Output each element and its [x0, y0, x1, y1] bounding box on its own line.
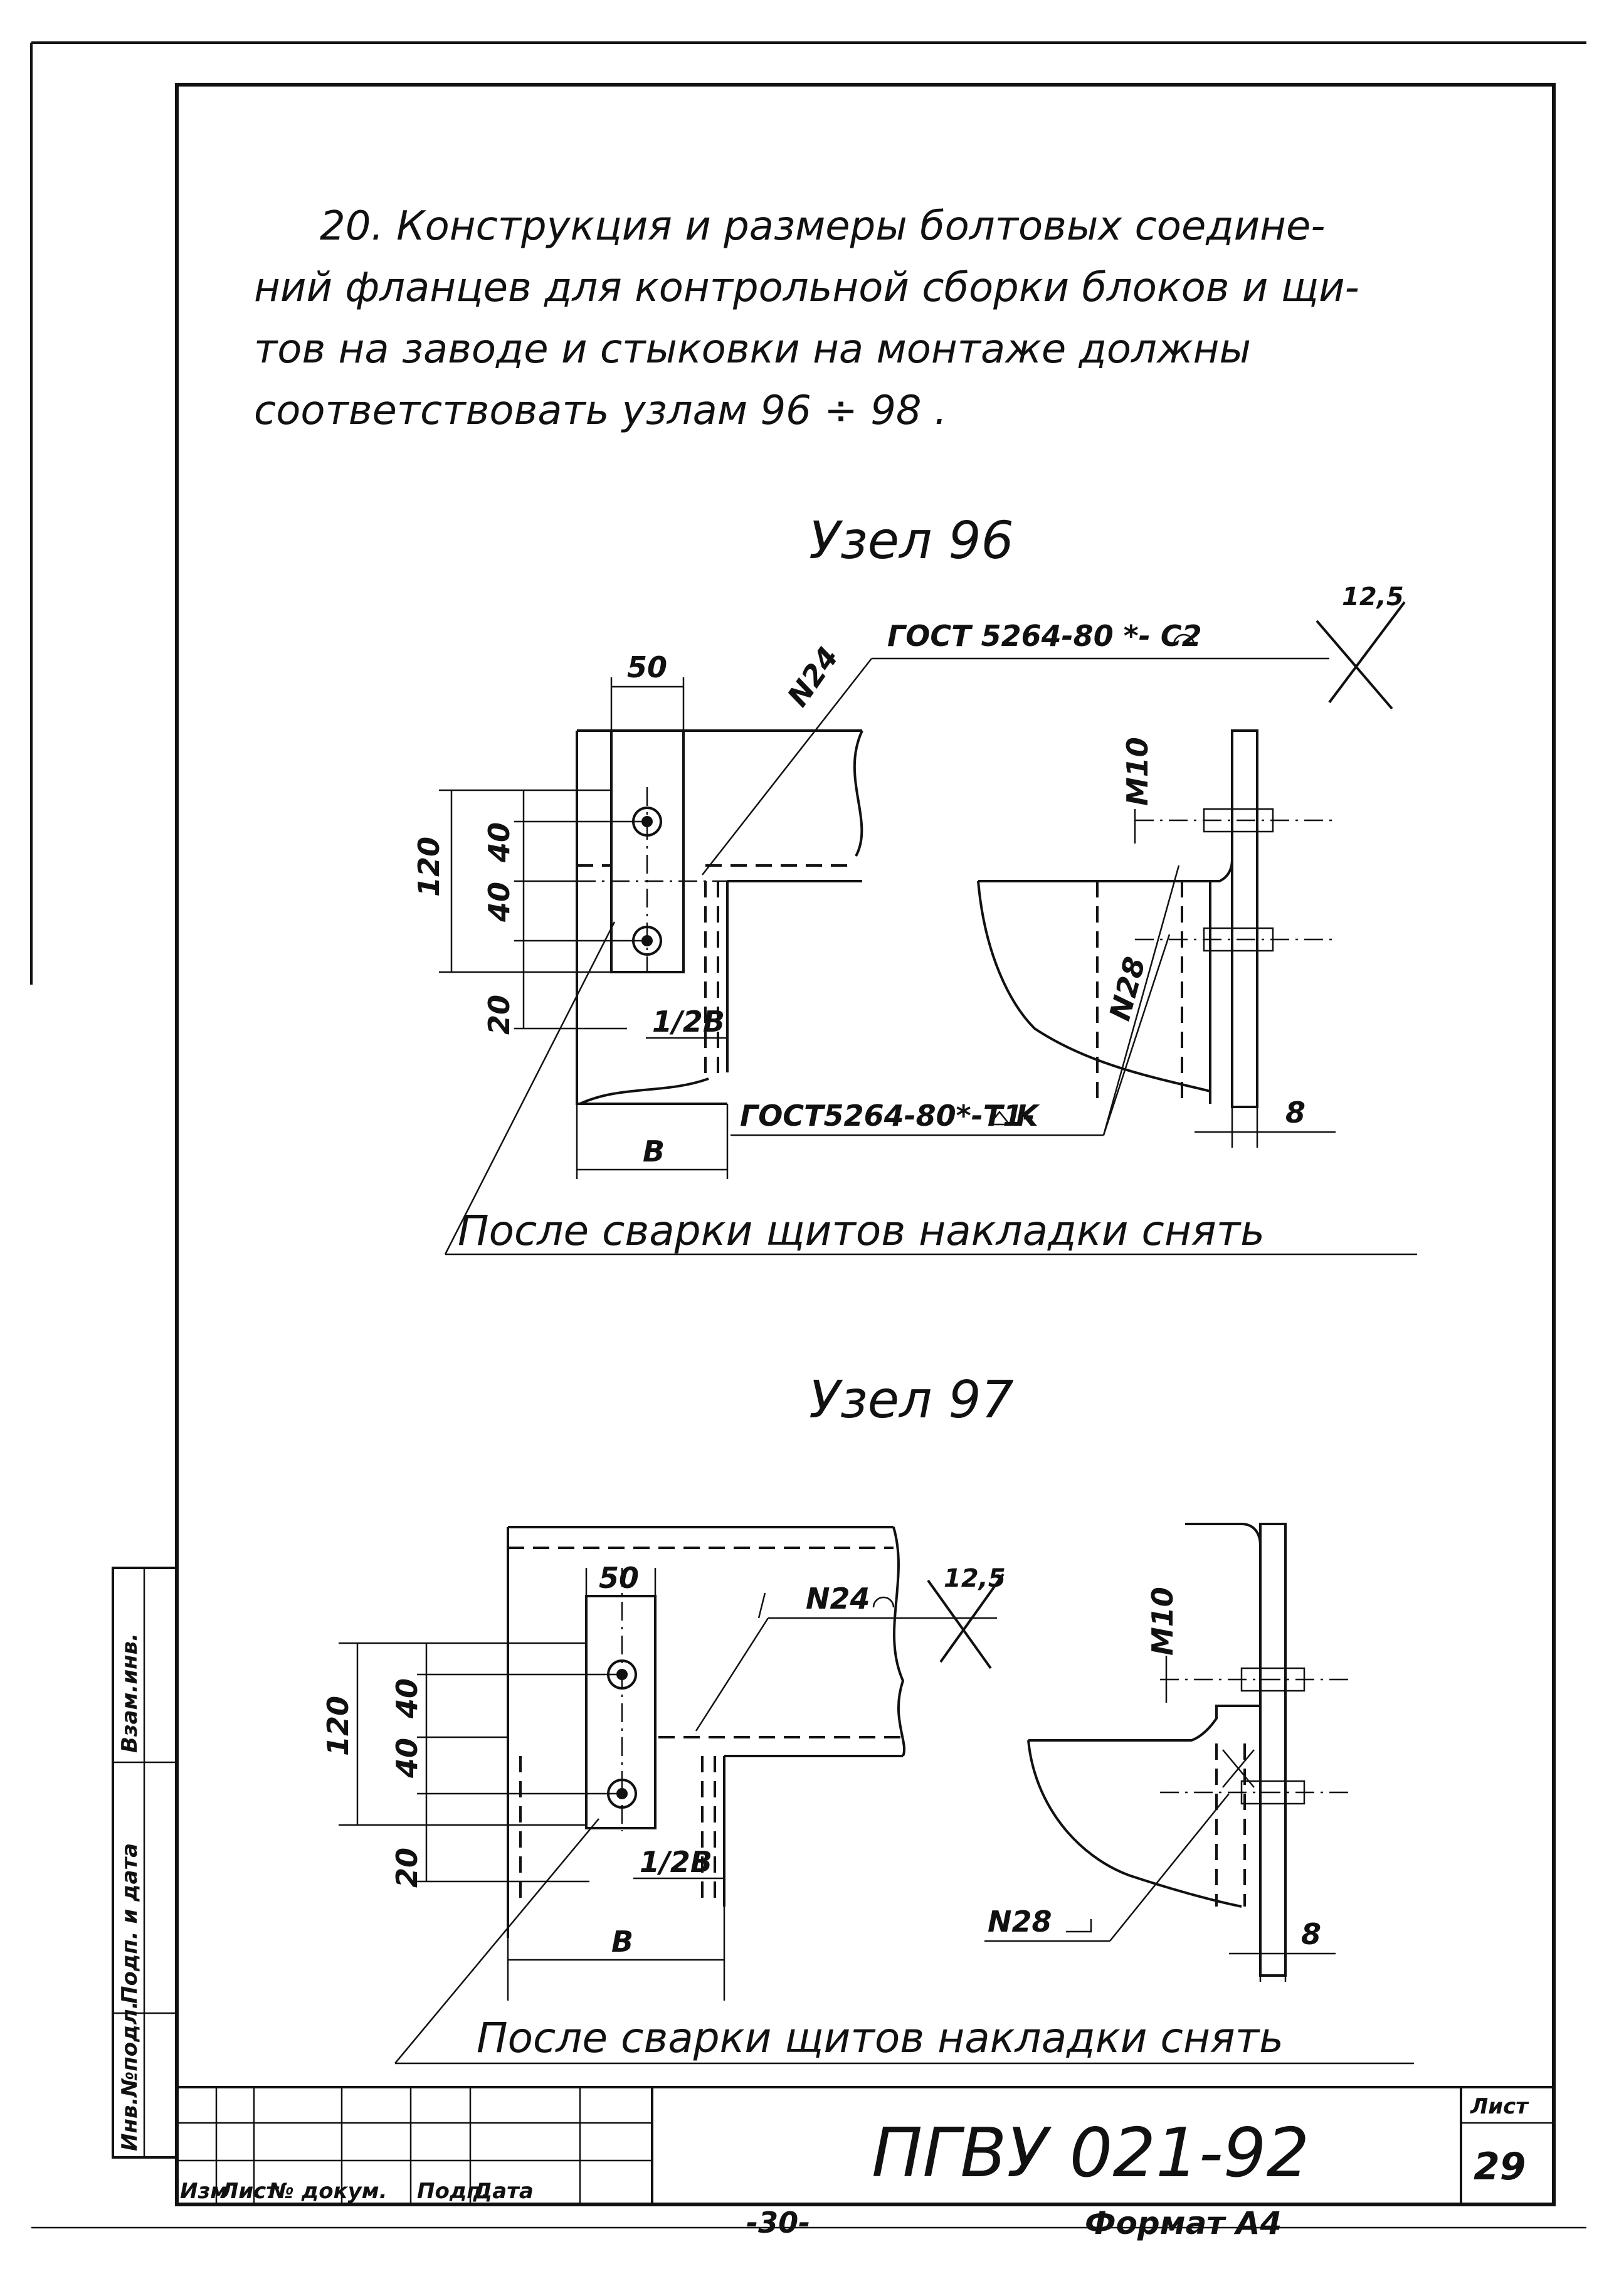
title-block-izm: Изм [180, 2179, 228, 2204]
node-97-dim-40a: 40 [390, 1678, 424, 1719]
node-97-section-break [1027, 1740, 1242, 1908]
node-96-note-leader [444, 921, 616, 1255]
node-96-roughness-cross-1 [1316, 620, 1393, 710]
node-97-title: Узел 97 [809, 1370, 1014, 1430]
node-96-weld-all-around-icon [1173, 633, 1195, 645]
side-stamp: Инв.№подл. Подп. и дата Взам.инв. [112, 1567, 178, 2159]
node-96-weld-top-leader [702, 658, 872, 876]
node-97-lower-angle [1028, 1705, 1260, 1742]
node-97-n28-leader [1109, 1793, 1230, 1942]
footer-page-number: -30- [746, 2206, 810, 2240]
node-97-dim-m10: M10 [1146, 1587, 1179, 1656]
node-97-dim-50: 50 [599, 1561, 639, 1595]
footer-format: Формат А4 [1085, 2205, 1282, 2241]
node-96-break-line [853, 730, 863, 857]
node-97-dim-120: 120 [321, 1696, 355, 1756]
node-96-n28-leader-2 [1102, 865, 1180, 1136]
node-97-weld-shelf-tick [757, 1592, 766, 1619]
main-frame [175, 83, 1556, 2206]
sheet-number: 29 [1474, 2145, 1526, 2189]
side-stamp-podp-data: Подп. и дата [117, 1843, 142, 2004]
node-97-flange-plate [1259, 1523, 1287, 1977]
title-block: Изм Лист № докум. Подп. Дата ПГВУ 021-92… [177, 2086, 1554, 2204]
node-96-ref-n24: N24 [781, 640, 845, 712]
node-97-top-angle [1185, 1523, 1262, 1756]
paragraph-line-3: тов на заводе и стыковки на монтаже долж… [254, 326, 1251, 373]
side-stamp-vzam-inv: Взам.инв. [117, 1633, 142, 1753]
paragraph-line-1: 20. Конструкция и размеры болтовых соеди… [320, 203, 1325, 250]
node-96-bottom-break [579, 1077, 709, 1105]
node-96-dim-50: 50 [627, 650, 667, 684]
title-block-list: Лист [220, 2179, 280, 2204]
node-96-fillet-weld-icon [988, 1110, 1011, 1126]
node-97-roughness-cross-1 [927, 1579, 992, 1669]
node-96: Узел 96 50 120 40 40 [412, 511, 1417, 1256]
node-97-dim-half-b: 1/2B [640, 1845, 712, 1879]
node-96-weld-bottom-k: K [1016, 1099, 1040, 1133]
node-97-dim-8: 8 [1301, 1917, 1321, 1951]
node-97-break-line [892, 1526, 906, 1757]
side-stamp-inv-podl: Инв.№подл. [117, 2001, 142, 2151]
node-96-dim-20: 20 [482, 995, 516, 1035]
node-96-n28-leader-1 [1102, 934, 1171, 1136]
node-96-title: Узел 96 [809, 511, 1014, 571]
node-97-note: После сварки щитов накладки снять [477, 2014, 1284, 2062]
node-96-roughness-cross-2 [1328, 601, 1406, 704]
node-97-dim-20: 20 [390, 1848, 424, 1888]
node-97-weld-all-around-icon [872, 1596, 895, 1608]
node-96-note: После сварки щитов накладки снять [458, 1207, 1265, 1255]
node-97-ref-n28: N28 [988, 1905, 1052, 1939]
paragraph-line-2: ний фланцев для контрольной сборки блоко… [254, 265, 1359, 311]
node-96-dim-m10: M10 [1121, 737, 1154, 806]
node-96-weld-bottom: ГОСТ5264-80*-Т1- [740, 1099, 1035, 1133]
node-96-dim-120: 120 [412, 837, 446, 897]
node-96-angle-flange [978, 731, 1233, 882]
node-96-ref-n28: N28 [1102, 953, 1152, 1024]
title-block-doc-no: № докум. [267, 2179, 388, 2204]
document-code: ПГВУ 021-92 [872, 2114, 1309, 2193]
node-97-roughness-cross-2 [939, 1573, 1005, 1663]
node-97-dim-40b: 40 [390, 1738, 424, 1779]
node-97-dim-b: B [611, 1925, 633, 1959]
node-96-dim-half-b: 1/2B [652, 1005, 725, 1039]
paragraph: 20. Конструкция и размеры болтовых соеди… [254, 203, 1359, 434]
node-97: Узел 97 50 120 40 40 [321, 1370, 1414, 2065]
node-97-weld-x-2 [1222, 1749, 1255, 1788]
node-96-dim-40a: 40 [482, 822, 516, 863]
node-96-section-break [977, 881, 1211, 1092]
node-96-flange-plate [1231, 729, 1258, 1108]
node-96-dim-b: B [643, 1135, 665, 1168]
node-96-dim-40b: 40 [482, 882, 516, 923]
paragraph-line-4: соответствовать узлам 96 ÷ 98 . [254, 388, 947, 434]
node-97-roughness: 12,5 [944, 1564, 1006, 1593]
node-97-ref-n24: N24 [806, 1582, 870, 1616]
node-97-weld-leader [695, 1617, 769, 1732]
node-96-roughness: 12,5 [1342, 583, 1404, 611]
node-96-weld-top: ГОСТ 5264-80 *- С2 [887, 619, 1202, 653]
sheet-label: Лист [1470, 2094, 1529, 2119]
node-97-note-leader [394, 1818, 599, 2064]
title-block-data: Дата [473, 2179, 534, 2204]
node-96-dim-8: 8 [1285, 1096, 1305, 1129]
title-block-podp: Подп. [417, 2179, 490, 2204]
node-97-weld-symbol-icon [1066, 1919, 1092, 1933]
